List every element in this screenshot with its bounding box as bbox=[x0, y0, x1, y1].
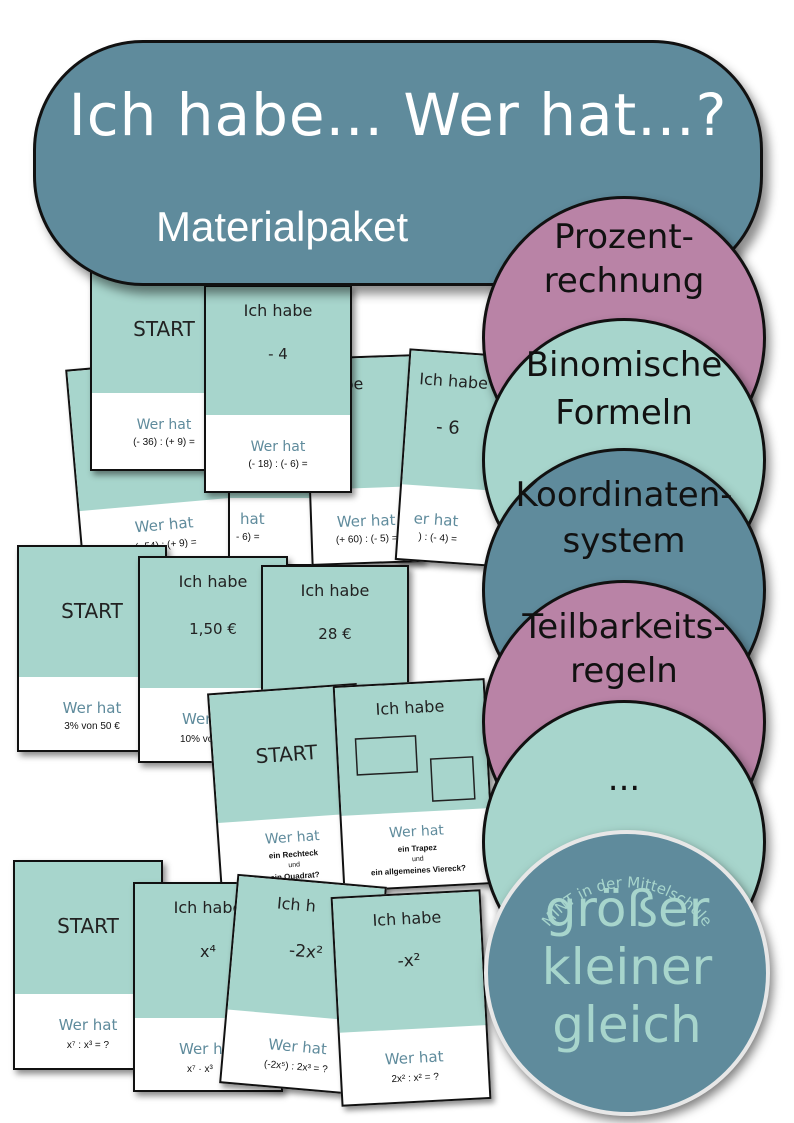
card-question: - 6) = bbox=[236, 532, 260, 543]
card-top-label: Ich habe bbox=[178, 572, 248, 591]
card-value: x⁴ bbox=[200, 942, 216, 961]
brand-logo: MINT in der Mittelschule größer kleiner … bbox=[484, 830, 770, 1116]
card-top-label: Ich habe bbox=[300, 581, 370, 600]
card-werhat: Wer hat bbox=[58, 1016, 118, 1034]
shape-square-icon bbox=[429, 756, 476, 802]
topic-label-line1: Koordinaten- bbox=[515, 475, 733, 515]
card-question: 10% von bbox=[180, 734, 219, 745]
logo-word-1: größer bbox=[544, 880, 710, 938]
logo-word-2: kleiner bbox=[541, 938, 713, 996]
card-werhat: Wer hat bbox=[250, 439, 306, 455]
card-value: 28 € bbox=[318, 625, 352, 643]
card-question: 2x² : x² = ? bbox=[391, 1071, 440, 1086]
card-werhat: Wer h bbox=[179, 1040, 223, 1058]
topic-label-line2: system bbox=[562, 521, 686, 561]
card-start-label: START bbox=[57, 914, 119, 938]
card-start-label: START bbox=[61, 599, 123, 623]
card-question: (- 36) : (+ 9) = bbox=[133, 437, 195, 448]
card-werhat: Wer hat bbox=[136, 417, 192, 433]
card-start-label: START bbox=[133, 317, 195, 341]
card-werhat: Wer bbox=[182, 710, 212, 728]
page-title: Ich habe... Wer hat...? bbox=[68, 81, 728, 149]
card-top-label: Ich habe bbox=[173, 898, 243, 917]
card-werhat: Wer hat bbox=[62, 699, 122, 717]
topic-label-line2: Formeln bbox=[555, 393, 693, 433]
card-question: x⁷ · x³ bbox=[187, 1064, 213, 1075]
card-question: x⁷ : x³ = ? bbox=[66, 1040, 110, 1051]
card-werhat: hat bbox=[240, 510, 265, 528]
logo-arc-text: MINT in der Mittelschule bbox=[538, 873, 716, 930]
page-subtitle: Materialpaket bbox=[156, 203, 409, 250]
card-top-label: Ich habe bbox=[243, 301, 313, 320]
shape-rectangle-icon bbox=[354, 735, 419, 776]
topic-label-line2: regeln bbox=[570, 651, 678, 691]
topic-label-ellipsis: ... bbox=[607, 759, 641, 799]
card-ich-habe-3: Ich habe 28 € bbox=[261, 565, 409, 700]
card-question: (- 18) : (- 6) = bbox=[248, 459, 308, 470]
card-werhat: Wer hat bbox=[384, 1047, 444, 1069]
topic-label-line1: Teilbarkeits- bbox=[522, 607, 726, 647]
topic-label-line2: rechnung bbox=[543, 261, 705, 301]
card-ich-habe-1: Ich habe - 4 Wer hat (- 18) : (- 6) = bbox=[204, 285, 352, 493]
card-ich-habe-6: Ich habe -x² Wer hat 2x² : x² = ? bbox=[330, 889, 492, 1107]
topic-label-line1: Prozent- bbox=[554, 217, 694, 257]
card-ich-habe-shapes: Ich habe Wer hat ein Trapez und ein allg… bbox=[332, 678, 496, 892]
card-question: 3% von 50 € bbox=[64, 721, 120, 732]
logo-word-3: gleich bbox=[552, 996, 702, 1054]
card-value: - 4 bbox=[268, 345, 288, 363]
card-value: 1,50 € bbox=[189, 620, 237, 638]
topic-label-line1: Binomische bbox=[525, 345, 723, 385]
